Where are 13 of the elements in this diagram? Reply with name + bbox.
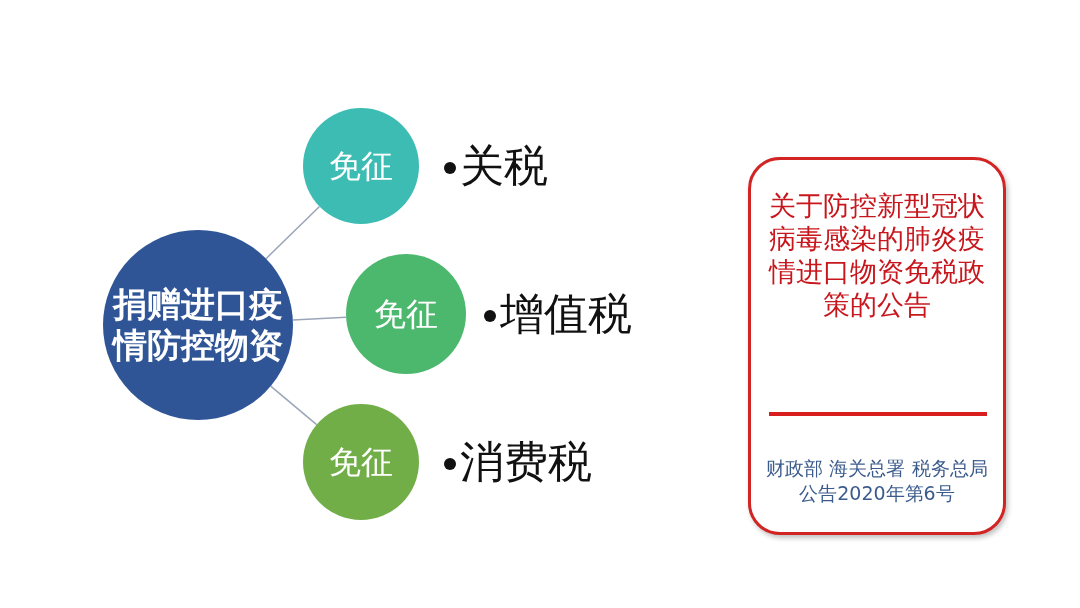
tax-label: 增值税 <box>500 292 632 336</box>
connector-line <box>265 205 321 260</box>
tax-label: 消费税 <box>460 440 592 484</box>
notice-card <box>748 157 1006 535</box>
tax-label: 关税 <box>460 144 548 188</box>
notice-title: 关于防控新型冠状病毒感染的肺炎疫情进口物资免税政策的公告 <box>767 190 986 322</box>
notice-source: 财政部 海关总署 税务总局公告2020年第6号 <box>765 456 989 506</box>
exemption-text: 免征 <box>329 442 393 482</box>
connector-line <box>292 316 347 321</box>
exemption-text: 免征 <box>374 294 438 334</box>
topic-text: 捐赠进口疫情防控物资 <box>113 284 283 366</box>
exemption-text: 免征 <box>329 146 393 186</box>
connector-line <box>269 385 318 426</box>
